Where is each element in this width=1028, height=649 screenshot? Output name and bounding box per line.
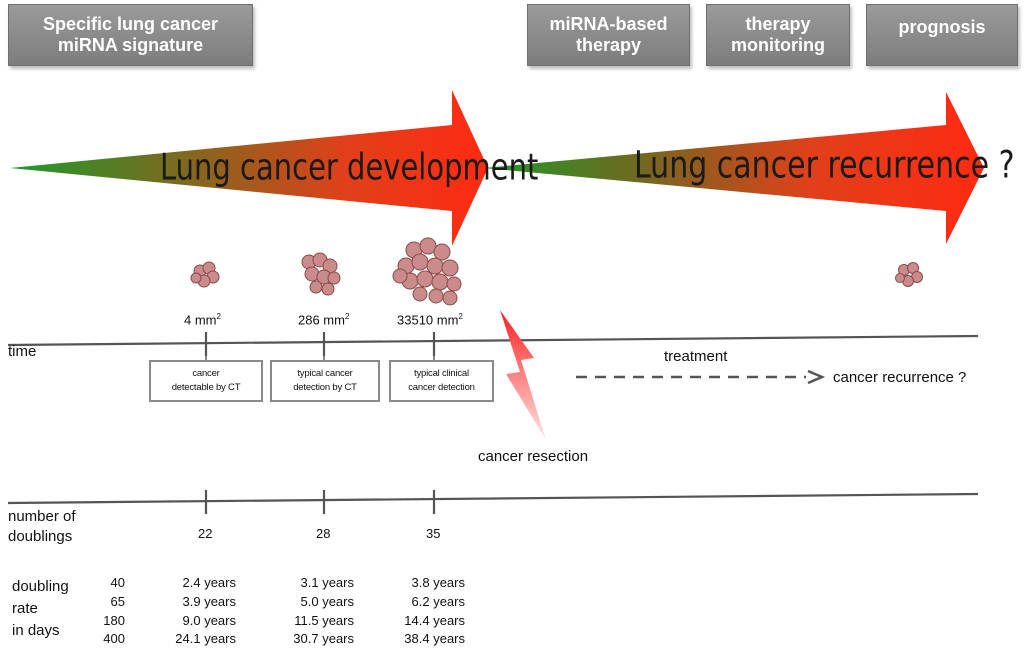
recurrence-arrow xyxy=(484,92,984,244)
resection-label: cancer resection xyxy=(478,448,589,465)
doubling-rate-value: 400 xyxy=(103,631,125,646)
detection-box: typical clinical cancer detection xyxy=(389,360,494,402)
detection-box: typical cancer detection by CT xyxy=(270,360,380,402)
doubling-rate-value: 40 xyxy=(110,575,125,590)
tumor-size-label: 4 mm2 xyxy=(184,312,221,328)
header-box-prognosis: prognosis xyxy=(866,4,1018,66)
years-value: 6.2 years xyxy=(411,594,465,609)
resection-bolt-icon xyxy=(500,310,546,440)
tumor-recurrence-icon xyxy=(895,262,923,287)
tumor-small-icon xyxy=(190,261,220,288)
recurrence-arrow-label: Lung cancer recurrence ? xyxy=(634,143,1015,188)
years-value: 3.9 years xyxy=(182,594,236,609)
doubling-rate-label-line3: in days xyxy=(12,622,60,639)
doublings-value: 28 xyxy=(316,526,331,541)
development-arrow xyxy=(10,90,488,246)
tumor-size-label: 33510 mm2 xyxy=(397,312,463,328)
doublings-axis xyxy=(7,492,979,505)
doublings-label-line1: number of xyxy=(8,508,76,525)
doublings-value: 35 xyxy=(426,526,441,541)
treatment-label: treatment xyxy=(664,348,728,365)
years-value: 14.4 years xyxy=(404,613,465,628)
doublings-label-line2: doublings xyxy=(8,528,73,545)
tumor-size-label: 286 mm2 xyxy=(298,312,350,328)
years-value: 3.1 years xyxy=(300,575,354,590)
tumor-large-icon xyxy=(392,237,462,306)
treatment-arrowhead xyxy=(807,369,826,385)
doubling-rate-value: 65 xyxy=(110,594,125,609)
doublings-value: 22 xyxy=(198,526,213,541)
recurrence-label: cancer recurrence ? xyxy=(833,369,967,386)
header-box-mirna-signature: Specific lung cancer miRNA signature xyxy=(8,4,253,66)
detection-box: cancer detectable by CT xyxy=(149,360,263,402)
development-arrow-label: Lung cancer development xyxy=(160,145,539,189)
years-value: 24.1 years xyxy=(175,631,236,646)
header-box-mirna-therapy: miRNA-based therapy xyxy=(527,4,690,66)
years-value: 2.4 years xyxy=(182,575,236,590)
doubling-rate-value: 180 xyxy=(103,613,125,628)
doubling-rate-label-line2: rate xyxy=(12,600,38,617)
years-value: 9.0 years xyxy=(182,613,236,628)
time-label: time xyxy=(8,343,37,360)
tumor-medium-icon xyxy=(301,252,341,296)
header-box-therapy-monitoring: therapy monitoring xyxy=(706,4,850,66)
time-axis xyxy=(7,334,979,347)
doubling-rate-label-line1: doubling xyxy=(12,578,69,595)
years-value: 30.7 years xyxy=(293,631,354,646)
years-value: 3.8 years xyxy=(411,575,465,590)
years-value: 38.4 years xyxy=(404,631,465,646)
years-value: 11.5 years xyxy=(294,613,354,628)
years-value: 5.0 years xyxy=(300,594,354,609)
